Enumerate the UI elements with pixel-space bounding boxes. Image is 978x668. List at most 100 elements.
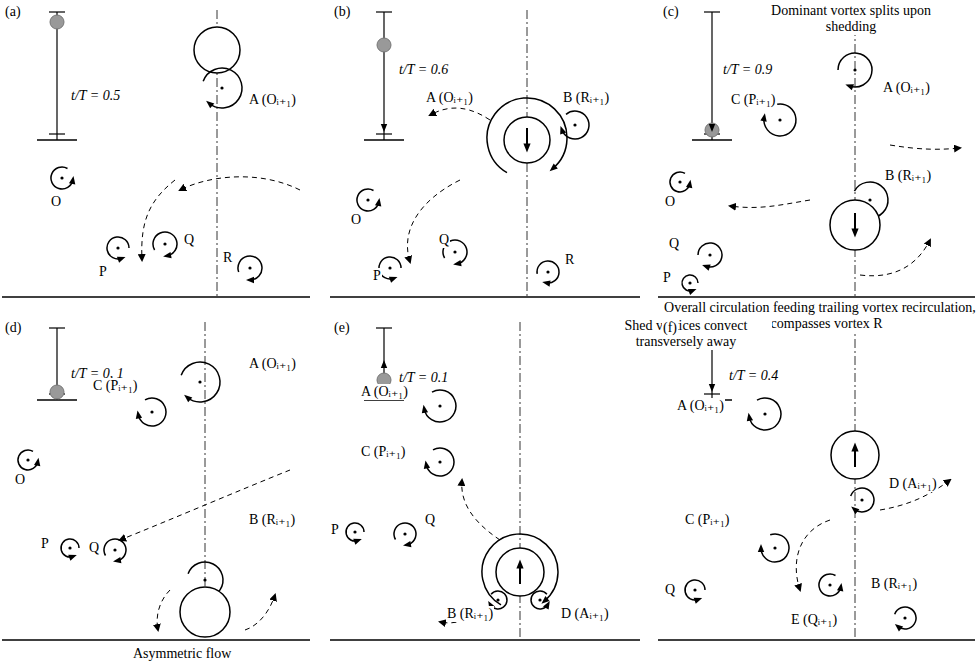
annotation-label: P: [330, 522, 340, 538]
arrow-head: [851, 229, 858, 238]
vortex-arc: [761, 534, 789, 562]
annotation-label: O: [50, 194, 62, 210]
vortex-core: [708, 253, 711, 256]
vortex-arc: [107, 237, 129, 259]
streamline: [462, 480, 500, 540]
arrow-head: [760, 113, 766, 121]
annotation-label: A (Oᵢ₊₁): [248, 92, 297, 108]
annotation-label: (e): [333, 320, 351, 336]
vortex-arc: [838, 53, 872, 87]
vortex-arc: [346, 523, 364, 541]
vortex-arc: [764, 104, 796, 136]
vortex-arc: [238, 256, 262, 280]
vortex-core: [220, 86, 223, 89]
vortex-arc: [394, 523, 416, 545]
arrow-head: [758, 544, 764, 552]
arrow-head: [184, 395, 192, 403]
vortex-core: [678, 180, 681, 183]
arrow-head: [694, 598, 703, 604]
arrow-head: [403, 541, 411, 547]
annotation-label: O: [350, 212, 362, 228]
streamline: [142, 180, 175, 260]
wall-plate: [692, 139, 732, 141]
vortex-arc: [698, 243, 722, 267]
streamline: [430, 108, 490, 120]
streamline: [730, 200, 810, 207]
arrow-head: [113, 557, 121, 563]
annotation-label: E (Qᵢ₊₁): [790, 612, 838, 628]
vortex-arc: [426, 448, 454, 476]
stroke-indicator: [49, 133, 65, 134]
annotation-label: P: [372, 268, 382, 284]
motion-arrow: [519, 566, 521, 584]
streamline: [245, 595, 275, 630]
arrow-head: [550, 164, 558, 172]
annotation-label: t/T = 0.9: [722, 62, 773, 78]
annotation-label: C (Pᵢ₊₁): [360, 444, 407, 460]
annotation-label: A (Oᵢ₊₁): [676, 398, 725, 414]
vortex-core: [26, 458, 29, 461]
arrow-head: [163, 252, 172, 258]
vortex-core: [868, 198, 871, 201]
vortex-arc: [682, 275, 698, 291]
motion-arrow: [854, 213, 856, 231]
annotation-label: B (Rᵢ₊₁): [248, 512, 296, 528]
vortex-core: [203, 578, 206, 581]
ground-wall: [330, 296, 640, 298]
annotation-label: O: [664, 194, 676, 210]
vortex-arc: [138, 398, 166, 426]
annotation-label: D (Aᵢ₊₁): [560, 606, 610, 622]
oscillator-mass: [377, 38, 391, 52]
vortex-arc: [181, 362, 220, 402]
vortex-core: [773, 546, 776, 549]
vortex-core: [763, 412, 766, 415]
vortex-core: [353, 530, 356, 533]
arrow-head: [34, 458, 40, 466]
arrow-head: [542, 280, 550, 286]
vortex-core: [438, 460, 441, 463]
arrow-head: [686, 180, 692, 188]
stroke-indicator: [49, 11, 65, 12]
stroke-indicator: [56, 12, 57, 140]
vortex-arc: [104, 539, 126, 561]
annotation-label: P: [662, 270, 672, 286]
arrow-head: [422, 405, 428, 414]
ground-wall: [330, 639, 640, 641]
annotation-label: A (Oᵢ₊₁): [360, 384, 409, 400]
annotation-label: Q: [183, 232, 195, 248]
arrow-head: [709, 384, 715, 392]
annotation-label: Dominant vortex splits upon shedding: [770, 3, 932, 35]
arrow-head: [851, 443, 858, 452]
cylinder: [194, 27, 240, 73]
stroke-indicator: [376, 133, 392, 134]
annotation-label: t/T = 0.5: [70, 88, 121, 104]
annotation-label: Q: [424, 512, 436, 528]
vortex-core: [68, 546, 71, 549]
stroke-indicator: [49, 327, 65, 328]
arrow-head: [851, 507, 859, 515]
cylinder: [831, 431, 879, 479]
oscillator-mass: [705, 123, 719, 137]
wall-plate: [364, 139, 404, 141]
annotation-label: B (Rᵢ₊₁): [870, 576, 918, 592]
arrow-head: [747, 413, 753, 422]
annotation-label: B (Rᵢ₊₁): [884, 168, 932, 184]
vortex-arc: [670, 172, 690, 192]
arrow-head: [353, 539, 362, 545]
arrow-head: [381, 124, 387, 132]
vortex-core: [198, 380, 201, 383]
vortex-core: [403, 532, 406, 535]
annotation-label: P: [40, 536, 50, 552]
arrow-head: [523, 144, 530, 153]
streamline: [157, 590, 170, 630]
arrow-head: [68, 555, 77, 561]
vortex-core: [438, 404, 441, 407]
vortex-core: [248, 266, 251, 269]
vortex-arc: [379, 257, 401, 279]
arrow-head: [246, 277, 254, 283]
stroke-indicator: [711, 12, 712, 140]
streamline: [860, 240, 930, 276]
cylinder: [496, 548, 544, 596]
vortex-core: [388, 266, 391, 269]
